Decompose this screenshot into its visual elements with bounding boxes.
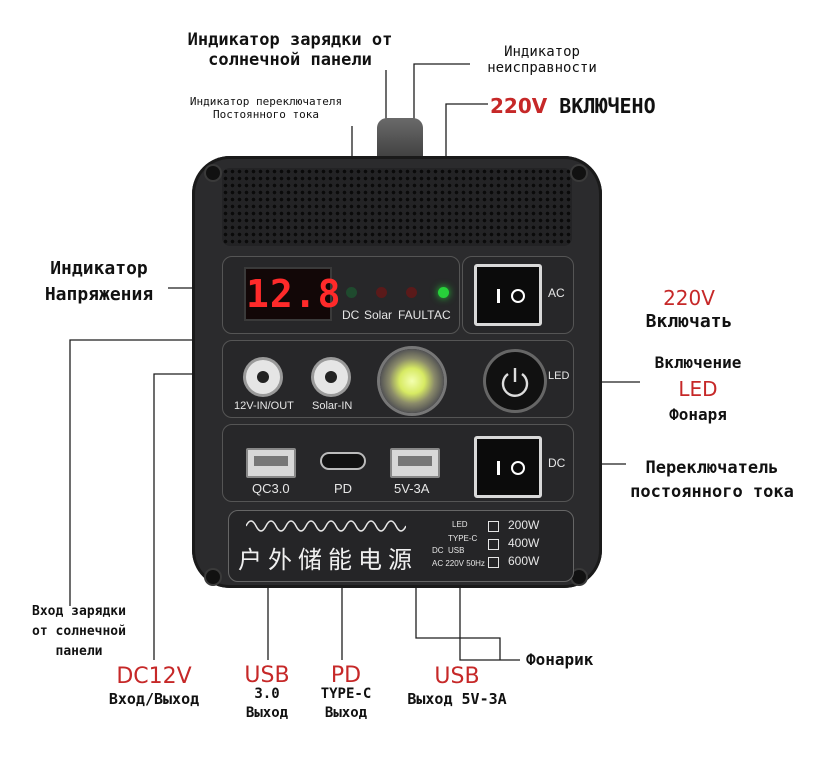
chinese-product-title: 户外储能电源 <box>238 546 418 574</box>
usb-qc30-port[interactable] <box>246 448 296 478</box>
usb5v-callout: USB Выход 5V-3A <box>407 664 507 709</box>
indicator-label-solar: Solar <box>364 308 393 322</box>
5v3a-label: 5V-3A <box>394 481 430 496</box>
ac-power-switch[interactable] <box>474 264 542 326</box>
power-option-400w: 400W <box>508 536 540 550</box>
vent-grille <box>222 168 572 246</box>
solar-in-port-label: Solar-IN <box>312 400 353 412</box>
spec-ac: AC 220V 50Hz <box>432 559 485 568</box>
info-panel <box>228 510 574 582</box>
spec-dc: DC <box>432 546 444 555</box>
screw <box>206 166 220 180</box>
screw <box>206 570 220 584</box>
dc12v-port-label: 12V-IN/OUT <box>234 400 294 412</box>
solar-indicator-led <box>376 287 387 298</box>
sine-wave-icon <box>246 520 406 532</box>
device-handle <box>377 118 423 162</box>
ac-switch-label: AC <box>548 286 565 300</box>
led-on-callout: Включение LED Фонаря <box>654 353 742 424</box>
power-option-checkbox <box>488 521 499 532</box>
usb-5v-port[interactable] <box>390 448 440 478</box>
pd-label: PD <box>334 481 353 496</box>
indicator-label-ac: AC <box>434 308 451 322</box>
power-option-600w: 600W <box>508 554 540 568</box>
power-option-checkbox <box>488 539 499 550</box>
dc12v-callout: DC12V Вход/Выход <box>108 664 200 709</box>
indicator-label-dc: DC <box>342 308 360 322</box>
led-button-label: LED <box>548 370 570 382</box>
fault-indicator-led <box>406 287 417 298</box>
led-power-button[interactable] <box>486 352 544 410</box>
indicator-label-fault: FAULT <box>398 308 435 322</box>
dc-switch-label: DC <box>548 456 566 470</box>
dc12v-port[interactable] <box>246 360 280 394</box>
power-option-checkbox <box>488 557 499 568</box>
screw <box>572 570 586 584</box>
usb-typec-pd-port[interactable] <box>322 454 364 468</box>
spec-usb: USB <box>448 546 465 555</box>
ac-switch-callout: 220V Включать <box>645 286 733 332</box>
screw <box>572 166 586 180</box>
dc-power-switch[interactable] <box>474 436 542 498</box>
spec-led: LED <box>452 520 468 529</box>
flashlight-callout: Фонарик <box>526 650 594 669</box>
ac-on-callout: 220V ВКЛЮЧЕНО <box>490 94 656 118</box>
power-icon <box>501 368 529 397</box>
spec-typec: TYPE-C <box>448 534 478 543</box>
dc-indicator-led <box>346 287 357 298</box>
solar-in-port[interactable] <box>314 360 348 394</box>
ac-indicator-led <box>438 287 449 298</box>
voltage-display: 12.8 <box>244 267 341 321</box>
qc30-label: QC3.0 <box>252 481 290 496</box>
power-option-200w: 200W <box>508 518 540 532</box>
flashlight-lamp <box>380 349 444 413</box>
